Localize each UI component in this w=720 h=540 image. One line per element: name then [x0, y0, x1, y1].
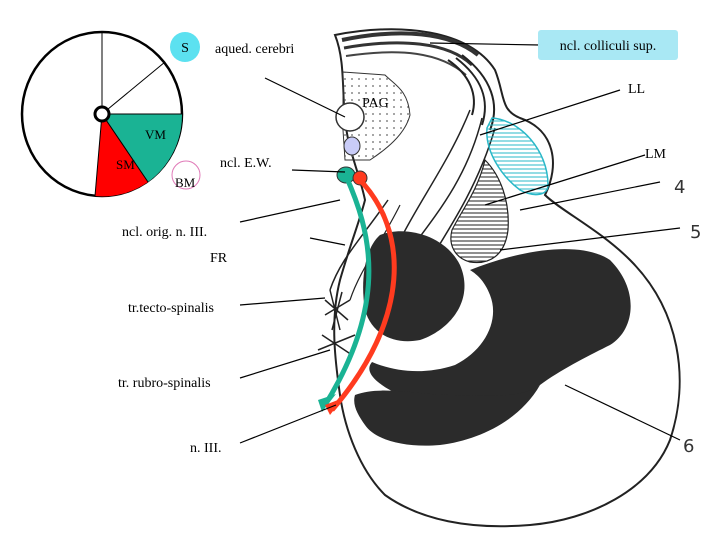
- number-5-label: 5: [690, 222, 701, 243]
- center-node: [93, 105, 111, 123]
- bm-marker: BM: [171, 160, 201, 190]
- bm-label: BM: [175, 175, 196, 190]
- colliculi-badge: ncl. colliculi sup.: [538, 30, 678, 60]
- vm-sector: [102, 114, 183, 182]
- midbrain-section: [317, 28, 681, 528]
- leader-lines: [239, 42, 681, 444]
- s-badge: S: [170, 32, 200, 62]
- ll-label: LL: [628, 82, 645, 97]
- red-nucleus: [363, 231, 465, 342]
- number-6-label: 6: [683, 436, 694, 457]
- pag-label: PAG: [362, 96, 389, 111]
- aqueduct-label: aqued. cerebri: [215, 42, 294, 57]
- tecto-spinalis-label: tr.tecto-spinalis: [128, 301, 214, 316]
- vm-label: VM: [145, 127, 166, 142]
- crus-cerebri: [369, 249, 631, 410]
- fr-label: FR: [210, 251, 228, 266]
- ll-region: [486, 117, 549, 196]
- tecto-spinal-arrow: [318, 174, 372, 412]
- colliculi-label: ncl. colliculi sup.: [560, 39, 656, 54]
- number-4-label: 4: [674, 177, 685, 198]
- sm-label: SM: [116, 157, 135, 172]
- orientation-circle: [20, 30, 184, 198]
- lm-label: LM: [645, 147, 667, 162]
- rubro-spinalis-label: tr. rubro-spinalis: [118, 376, 211, 391]
- pag-region: [342, 71, 411, 161]
- s-label: S: [181, 41, 189, 56]
- oculomotor-nucleus-label: ncl. orig. n. III.: [122, 225, 207, 240]
- lm-region: [450, 158, 509, 264]
- rubro-spinal-arrow: [325, 176, 397, 415]
- aqueduct: [335, 102, 365, 132]
- ew-label: ncl. E.W.: [220, 156, 272, 171]
- ew-nucleus: [343, 136, 361, 156]
- n3-label: n. III.: [190, 441, 222, 456]
- sm-sector: [95, 114, 148, 197]
